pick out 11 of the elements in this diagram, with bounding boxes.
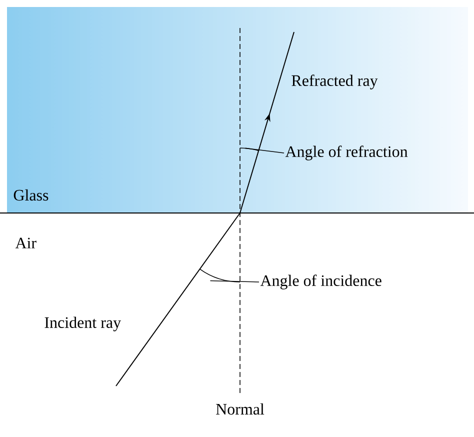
medium-label: Glass xyxy=(14,189,48,201)
angle-arc xyxy=(199,268,240,282)
medium-label: Air xyxy=(15,238,36,248)
angle-label: Angle of incidence xyxy=(260,274,382,290)
ray-label: Incident ray xyxy=(44,316,121,332)
angle-arc xyxy=(240,148,259,152)
angle-label: Angle of refraction xyxy=(285,146,408,160)
leader-line xyxy=(244,148,284,154)
ray-label: Refracted ray xyxy=(292,74,378,90)
normal-label: Normal xyxy=(216,403,264,415)
leader-line xyxy=(210,280,260,282)
